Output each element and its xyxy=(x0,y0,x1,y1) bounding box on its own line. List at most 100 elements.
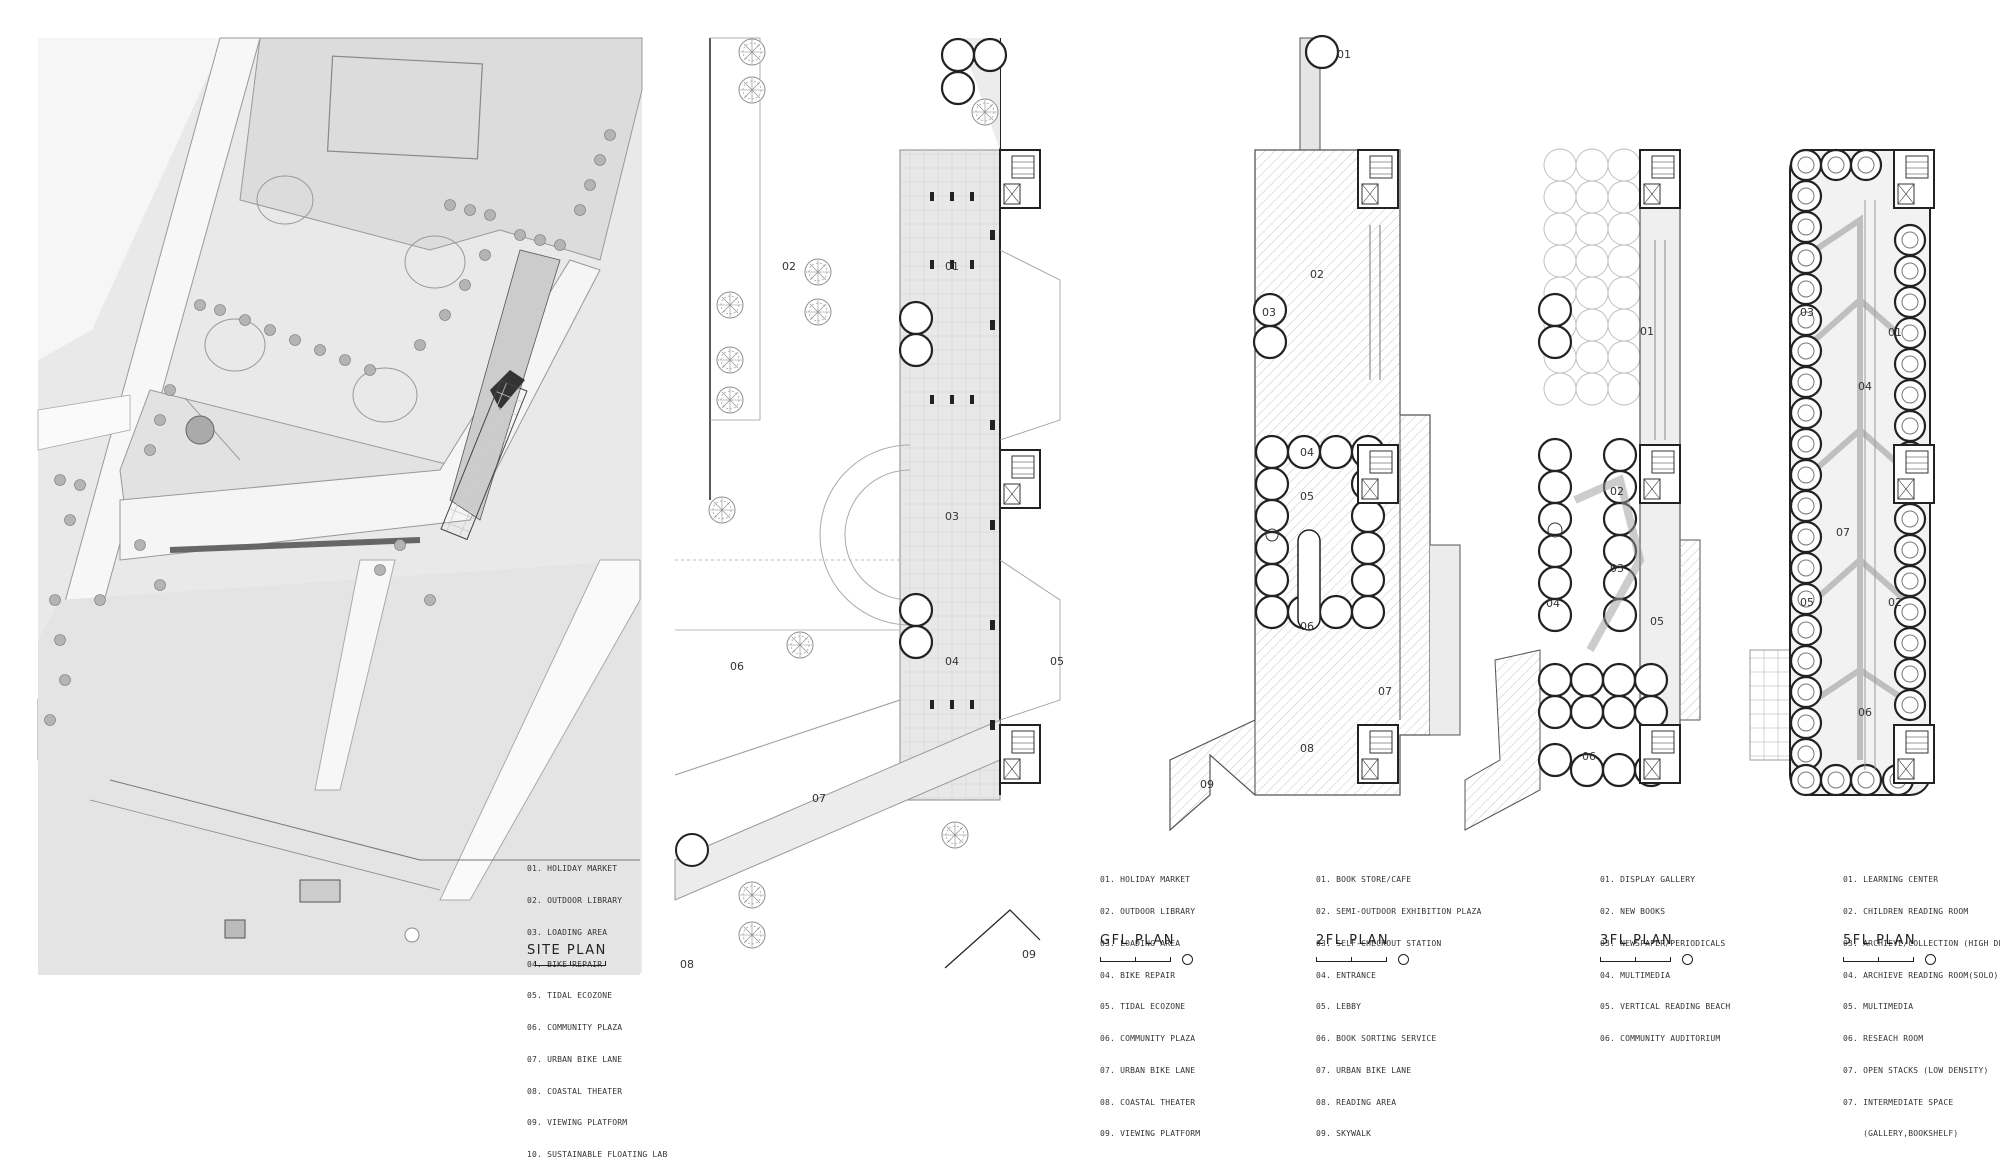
legend-item: 02. CHILDREN READING ROOM xyxy=(1843,906,1969,916)
legend-item: 03. ARCHIEVE/COLLECTION (HIGH DENSITY) xyxy=(1843,938,2000,948)
legend-item: 06. COMMUNITY PLAZA xyxy=(527,1023,623,1033)
2fl-label-01: 01 xyxy=(1337,48,1351,61)
legend-item: 03. LOADING AREA xyxy=(527,927,608,937)
5fl-label-02: 02 xyxy=(1888,596,1902,609)
2fl-label-02: 02 xyxy=(1310,268,1324,281)
2fl-plan xyxy=(1169,34,1461,832)
legend-item: 04. BIKE REPAIR xyxy=(527,959,603,969)
5fl-plan-title: 5FL PLAN xyxy=(1843,933,1917,948)
legend-item: 04. ARCHIEVE READING ROOM(SOLO) xyxy=(1843,970,1999,980)
legend-item: 06. COMMUNITY PLAZA xyxy=(1100,1034,1196,1044)
legend-item: 07. URBAN BIKE LANE xyxy=(1316,1065,1412,1075)
3fl-label-05: 05 xyxy=(1650,615,1664,628)
5fl-label-04: 04 xyxy=(1858,380,1872,393)
3fl-label-04: 04 xyxy=(1546,597,1560,610)
5fl-label-07: 07 xyxy=(1836,526,1850,539)
north-arrow-icon xyxy=(1398,954,1409,965)
2fl-label-09: 09 xyxy=(1200,778,1214,791)
north-arrow-icon xyxy=(1182,954,1193,965)
north-arrow-icon xyxy=(1925,954,1936,965)
gfl-plan-title: GFL PLAN xyxy=(1100,933,1175,948)
legend-item: 01. BOOK STORE/CAFE xyxy=(1316,875,1412,885)
3fl-legend: 01. DISPLAY GALLERY 02. NEW BOOKS 03. NE… xyxy=(1600,854,1730,1055)
3fl-plan-title: 3FL PLAN xyxy=(1600,933,1674,948)
legend-item: 10. SUSTAINABLE FLOATING LAB xyxy=(527,1150,668,1160)
gfl-label-03: 03 xyxy=(945,510,959,523)
5fl-label-06: 06 xyxy=(1858,706,1872,719)
legend-item: 01. LEARNING CENTER xyxy=(1843,875,1939,885)
3fl-plan xyxy=(1464,148,1701,831)
gfl-legend: 01. HOLIDAY MARKET 02. OUTDOOR LIBRARY 0… xyxy=(1100,854,1200,1151)
legend-item: (GALLERY,BOOKSHELF) xyxy=(1843,1129,1959,1139)
gfl-columns xyxy=(930,192,995,730)
legend-item: 01. DISPLAY GALLERY xyxy=(1600,875,1696,885)
legend-item: 06. RESEACH ROOM xyxy=(1843,1034,1924,1044)
legend-item: 03. NEWSPAPER/PERIODICALS xyxy=(1600,938,1726,948)
legend-item: 07. OPEN STACKS (LOW DENSITY) xyxy=(1843,1065,1989,1075)
legend-item: 01. HOLIDAY MARKET xyxy=(527,864,618,874)
5fl-intermediate-bands xyxy=(1813,214,1907,760)
site-plan-title: SITE PLAN xyxy=(527,943,607,958)
gfl-plan xyxy=(674,37,1061,969)
architectural-drawing-sheet: 01 02 03 04 05 06 07 08 09 01 02 03 04 0… xyxy=(37,34,1935,975)
gfl-label-01: 01 xyxy=(945,260,959,273)
gfl-label-09: 09 xyxy=(1022,948,1036,961)
2fl-legend: 01. BOOK STORE/CAFE 02. SEMI-OUTDOOR EXH… xyxy=(1316,854,1482,1151)
north-arrow-icon xyxy=(1682,954,1693,965)
gfl-label-08: 08 xyxy=(680,958,694,971)
site-trees xyxy=(44,129,616,726)
legend-item: 02. OUTDOOR LIBRARY xyxy=(527,895,623,905)
gfl-tidal-ecozone-hex xyxy=(999,249,1061,721)
legend-item: 08. READING AREA xyxy=(1316,1097,1397,1107)
gfl-label-02: 02 xyxy=(782,260,796,273)
legend-item: 05. TIDAL ECOZONE xyxy=(1100,1002,1186,1012)
3fl-label-03: 03 xyxy=(1610,562,1624,575)
legend-item: 05. TIDAL ECOZONE xyxy=(527,991,613,1001)
legend-item: 07. INTERMEDIATE SPACE xyxy=(1843,1097,1954,1107)
legend-item: 09. VIEWING PLATFORM xyxy=(527,1118,628,1128)
3fl-label-02: 02 xyxy=(1610,485,1624,498)
legend-item: 08. COASTAL THEATER xyxy=(1100,1097,1196,1107)
legend-item: 04. MULTIMEDIA xyxy=(1600,970,1671,980)
5fl-legend: 01. LEARNING CENTER 02. CHILDREN READING… xyxy=(1843,854,2000,1151)
legend-item: 02. OUTDOOR LIBRARY xyxy=(1100,906,1196,916)
legend-item: 01. HOLIDAY MARKET xyxy=(1100,875,1191,885)
5fl-label-01: 01 xyxy=(1888,326,1902,339)
legend-item: 05. MULTIMEDIA xyxy=(1843,1002,1914,1012)
legend-item: 04. ENTRANCE xyxy=(1316,970,1377,980)
3fl-display-gallery-circles xyxy=(1543,148,1641,406)
gfl-label-04: 04 xyxy=(945,655,959,668)
site-legend: 01. HOLIDAY MARKET 02. OUTDOOR LIBRARY 0… xyxy=(527,843,667,1171)
2fl-label-06: 06 xyxy=(1300,620,1314,633)
gfl-label-05: 05 xyxy=(1050,655,1064,668)
legend-item: 09. VIEWING PLATFORM xyxy=(1100,1129,1201,1139)
3fl-label-06: 06 xyxy=(1582,750,1596,763)
legend-item: 03. LOADING AREA xyxy=(1100,938,1181,948)
legend-item: 04. BIKE REPAIR xyxy=(1100,970,1176,980)
2fl-label-04: 04 xyxy=(1300,446,1314,459)
legend-item: 07. URBAN BIKE LANE xyxy=(1100,1065,1196,1075)
legend-item: 03. SELF-CHECKOUT STATION xyxy=(1316,938,1442,948)
5fl-plan xyxy=(1749,148,1935,797)
legend-item: 06. COMMUNITY AUDITORIUM xyxy=(1600,1034,1721,1044)
5fl-label-03: 03 xyxy=(1800,306,1814,319)
2fl-plan-title: 2FL PLAN xyxy=(1316,933,1390,948)
2fl-label-03: 03 xyxy=(1262,306,1276,319)
5fl-label-05: 05 xyxy=(1800,596,1814,609)
3fl-label-01: 01 xyxy=(1640,325,1654,338)
legend-item: 08. COASTAL THEATER xyxy=(527,1086,623,1096)
gfl-label-07: 07 xyxy=(812,792,826,805)
legend-item: 05. LEBBY xyxy=(1316,1002,1362,1012)
gfl-label-06: 06 xyxy=(730,660,744,673)
plan-labels: 01 02 03 04 05 06 07 08 09 01 02 03 04 0… xyxy=(680,48,1902,971)
legend-item: 06. BOOK SORTING SERVICE xyxy=(1316,1034,1437,1044)
2fl-label-08: 08 xyxy=(1300,742,1314,755)
2fl-label-05: 05 xyxy=(1300,490,1314,503)
legend-item: 07. URBAN BIKE LANE xyxy=(527,1054,623,1064)
2fl-label-07: 07 xyxy=(1378,685,1392,698)
site-plan xyxy=(37,37,643,975)
legend-item: 09. SKYWALK xyxy=(1316,1129,1372,1139)
legend-item: 02. SEMI-OUTDOOR EXHIBITION PLAZA xyxy=(1316,906,1482,916)
legend-item: 02. NEW BOOKS xyxy=(1600,906,1666,916)
legend-item: 05. VERTICAL READING BEACH xyxy=(1600,1002,1731,1012)
